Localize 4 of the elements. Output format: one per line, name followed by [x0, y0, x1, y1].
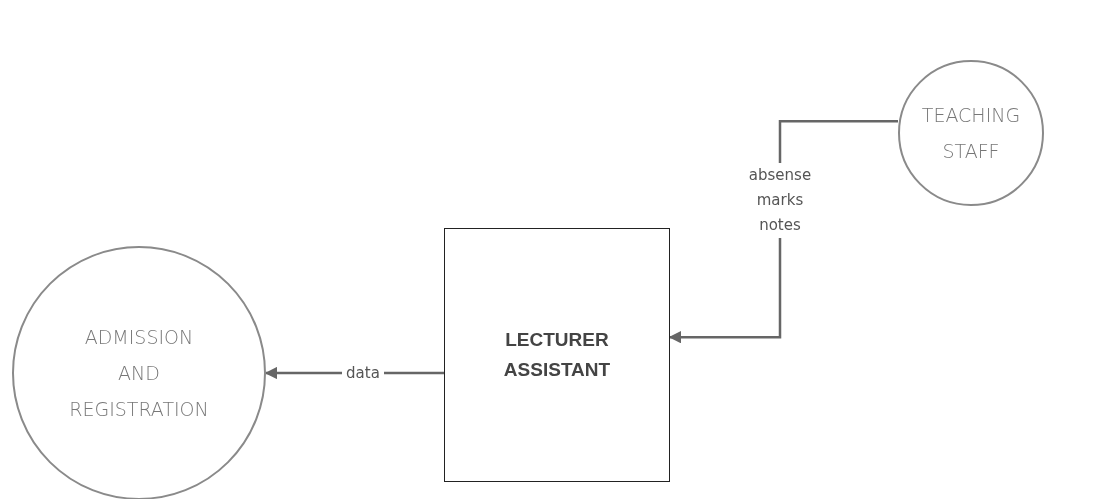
node-label: TEACHING STAFF	[920, 103, 1022, 164]
node-label: ADMISSION AND REGISTRATION	[68, 325, 210, 422]
node-label: LECTURER ASSISTANT	[502, 328, 612, 382]
process-box	[444, 228, 670, 482]
